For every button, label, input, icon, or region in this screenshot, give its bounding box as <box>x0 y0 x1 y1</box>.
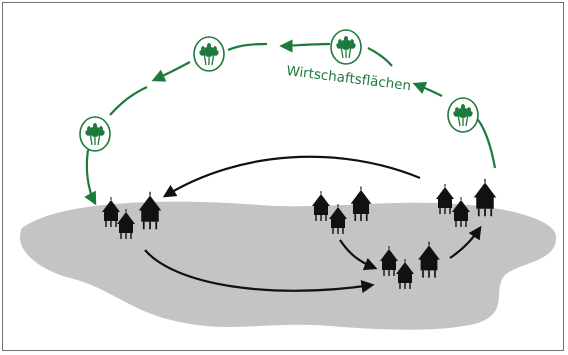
migration-arrows <box>144 155 482 294</box>
cycle-arrow-4 <box>279 39 331 53</box>
cycle-arrow-5 <box>227 42 268 52</box>
wheat-icon <box>447 97 479 133</box>
arrow-middle-to-bottom <box>339 239 378 271</box>
cycle-arrow-2 <box>412 81 443 97</box>
wheat-icon <box>330 29 362 65</box>
cycle-arrow-7 <box>109 86 148 116</box>
wheat-icon <box>79 116 111 152</box>
cycle-label: Wirtschaftsflächen <box>286 63 412 94</box>
arrow-return <box>162 155 421 198</box>
cycle-arrow-8 <box>84 149 97 206</box>
arrow-left-to-bottom <box>144 249 375 294</box>
ground-area <box>19 201 557 330</box>
arrow-bottom-to-right <box>449 225 482 259</box>
wheat-icon <box>193 36 225 72</box>
cycle-arrow-3 <box>367 47 393 67</box>
cycle-arrow-6 <box>151 61 191 82</box>
